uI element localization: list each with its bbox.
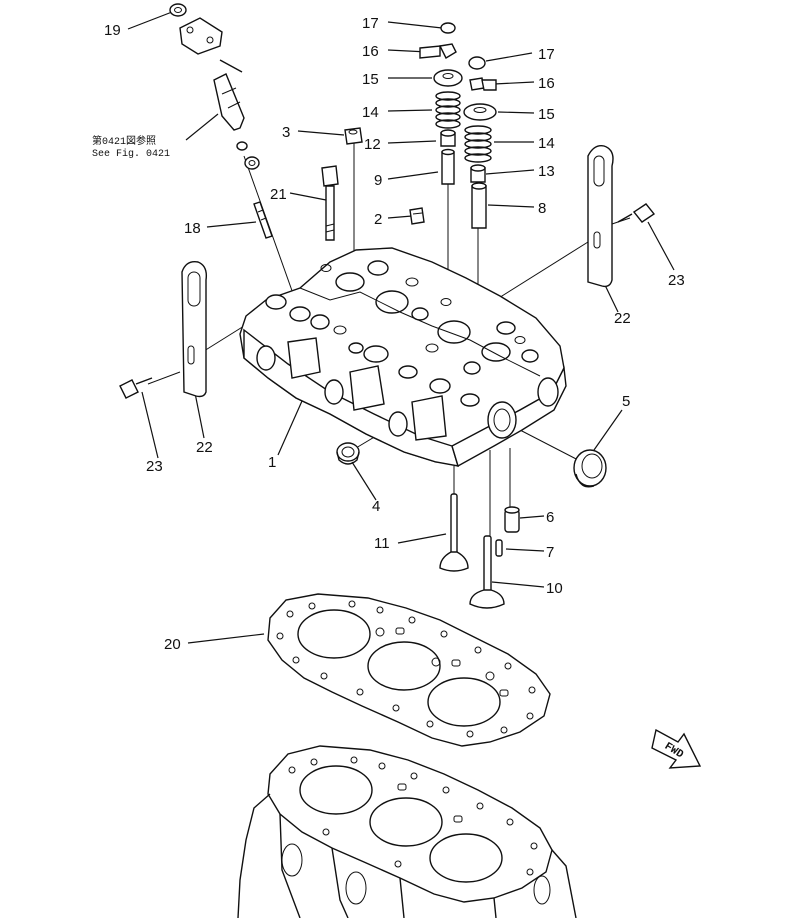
callout-19: 19 xyxy=(104,22,121,39)
callout-11: 11 xyxy=(374,535,390,552)
callout-14: 14 xyxy=(538,135,555,152)
callout-4: 4 xyxy=(372,498,380,515)
part-7-pin xyxy=(495,539,503,557)
reference-note: 第0421図参照 See Fig. 0421 xyxy=(92,134,170,160)
cotter-17 xyxy=(440,22,456,34)
part-1-cylinder-head xyxy=(239,247,567,468)
part-2-plug xyxy=(409,207,425,225)
callout-16: 16 xyxy=(538,75,555,92)
callout-5: 5 xyxy=(622,393,630,410)
callout-23: 23 xyxy=(668,272,685,289)
callout-8: 8 xyxy=(538,200,546,217)
valve-train-right xyxy=(463,56,497,229)
callout-16: 16 xyxy=(362,43,379,60)
callout-10: 10 xyxy=(546,580,563,597)
intake-port-2 xyxy=(349,365,385,411)
part-22-lifting-bracket-left xyxy=(181,261,208,398)
callout-18: 18 xyxy=(184,220,201,237)
part-5-sleeve-ring xyxy=(573,449,607,488)
fwd-arrow: FWD xyxy=(651,728,702,769)
callout-14: 14 xyxy=(362,104,379,121)
callout-22: 22 xyxy=(614,310,631,327)
part-20-head-gasket xyxy=(267,593,551,747)
part-22-lifting-bracket-right xyxy=(587,145,614,288)
part-21-bolt xyxy=(321,165,339,241)
callout-6: 6 xyxy=(546,509,554,526)
callout-15: 15 xyxy=(538,106,555,123)
reference-note-en: See Fig. 0421 xyxy=(92,148,170,160)
nozzle-washer xyxy=(244,156,260,170)
injector-pin xyxy=(219,59,243,73)
callout-23: 23 xyxy=(146,458,163,475)
part-10-exhaust-valve xyxy=(469,535,505,609)
callout-22: 22 xyxy=(196,439,213,456)
part-4-seal-ring xyxy=(336,442,360,465)
part-19-nut xyxy=(169,3,187,17)
callout-21: 21 xyxy=(270,186,287,203)
callout-labels: 19 17 16 15 14 3 12 9 17 16 15 14 13 8 2… xyxy=(104,15,685,653)
callout-20: 20 xyxy=(164,636,181,653)
part-3-nut xyxy=(344,127,363,145)
intake-port-3 xyxy=(411,395,447,441)
part-23-bolt-left xyxy=(119,377,153,399)
intake-port-1 xyxy=(287,337,321,379)
callout-12: 12 xyxy=(364,136,381,153)
injector-nozzle xyxy=(213,73,245,131)
part-11-intake-valve xyxy=(439,493,469,572)
leader-lines xyxy=(127,11,675,644)
part-6-valve-guide xyxy=(504,506,520,533)
callout-15: 15 xyxy=(362,71,379,88)
injector-holder-flange xyxy=(179,17,223,55)
callout-13: 13 xyxy=(538,163,555,180)
callout-3: 3 xyxy=(282,124,290,141)
callout-7: 7 xyxy=(546,544,554,561)
part-18-stud xyxy=(253,201,273,239)
valve-train-left xyxy=(419,22,463,185)
nozzle-gasket xyxy=(236,141,248,151)
callout-17: 17 xyxy=(538,46,555,63)
callout-2: 2 xyxy=(374,211,382,228)
reference-note-jp: 第0421図参照 xyxy=(92,134,156,148)
callout-9: 9 xyxy=(374,172,382,189)
callout-1: 1 xyxy=(268,454,276,471)
cylinder-block-partial xyxy=(237,745,577,918)
part-23-bolt-right xyxy=(617,203,656,223)
callout-17: 17 xyxy=(362,15,379,32)
